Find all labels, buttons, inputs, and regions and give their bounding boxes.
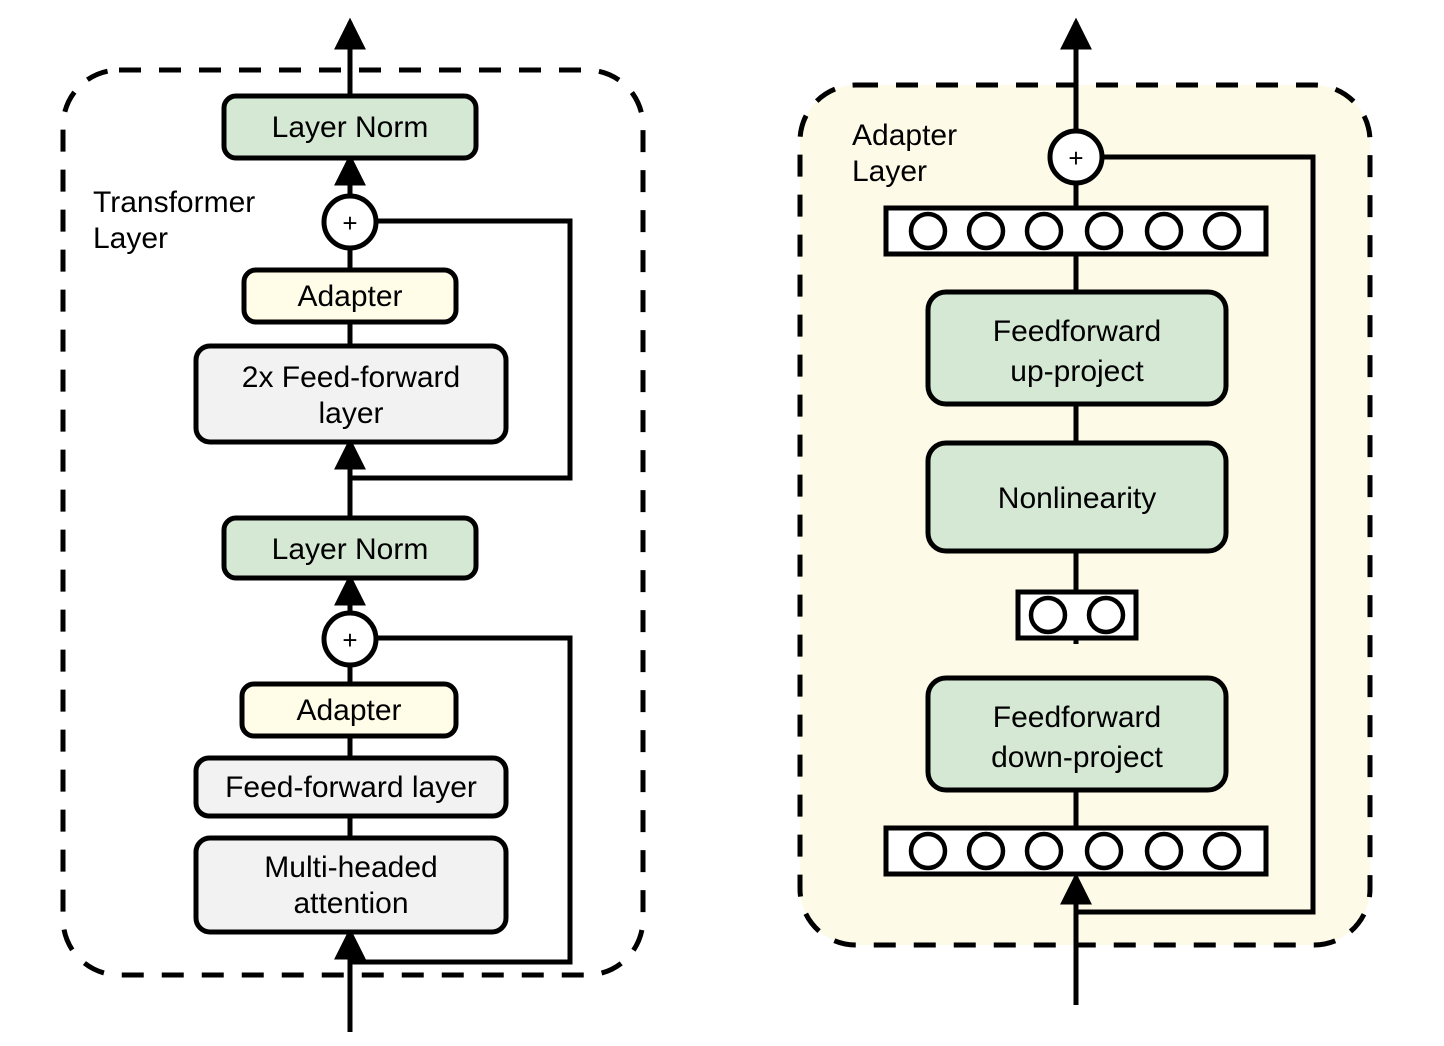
add-node-top[interactable]: + [321, 193, 379, 251]
block-multi-headed-attention[interactable]: Multi-headed attention [193, 835, 509, 935]
layer-norm-mid-label: Layer Norm [272, 533, 429, 566]
feedforward-down-project-label-line1: Feedforward [993, 701, 1161, 734]
add-node-bottom[interactable]: + [321, 610, 379, 668]
neuron-row-top[interactable] [883, 205, 1269, 257]
adapter-bottom-rect [239, 681, 459, 739]
skip-connection-upper [350, 218, 573, 481]
neuron-icon [966, 831, 1006, 871]
add-node-top-label: + [342, 208, 357, 238]
multi-headed-attention-rect [193, 835, 509, 935]
neuron-icon [908, 211, 948, 251]
neuron-icon [1144, 831, 1184, 871]
skip-connection-lower [350, 635, 573, 965]
feed-forward-layer-label: Feed-forward layer [225, 771, 477, 804]
add-node-bottom-circle [321, 610, 379, 668]
layer-norm-mid-rect [221, 515, 479, 581]
feed-forward-2x-label-line1: 2x Feed-forward [242, 361, 460, 394]
feedforward-up-project-label-line1: Feedforward [993, 315, 1161, 348]
neuron-icon [1024, 831, 1064, 871]
neuron-icon [1028, 595, 1068, 635]
adapter-layer-group-label-line2: Layer [852, 155, 927, 188]
neuron-icon [908, 831, 948, 871]
neuron-icon [1084, 831, 1124, 871]
block-adapter-bottom[interactable]: Adapter [239, 681, 459, 739]
feed-forward-2x-label-line2: layer [318, 397, 383, 430]
add-node-adapter[interactable]: + [1047, 128, 1105, 186]
layer-norm-top-rect [221, 93, 479, 161]
block-feedforward-up-project[interactable]: Feedforward up-project [925, 289, 1229, 407]
adapter-bottom-label: Adapter [296, 694, 401, 727]
block-feed-forward-layer[interactable]: Feed-forward layer [193, 755, 509, 819]
feed-forward-2x-rect [193, 343, 509, 445]
adapter-layer-group-label-line1: Adapter [852, 119, 957, 152]
neuron-row-bottom[interactable] [883, 825, 1269, 877]
block-layer-norm-mid[interactable]: Layer Norm [221, 515, 479, 581]
block-layer-norm-top[interactable]: Layer Norm [221, 93, 479, 161]
feedforward-down-project-rect [925, 675, 1229, 793]
block-feedforward-down-project[interactable]: Feedforward down-project [925, 675, 1229, 793]
neuron-icon [1084, 211, 1124, 251]
feedforward-up-project-label-line2: up-project [1010, 355, 1144, 388]
neuron-icon [1086, 595, 1126, 635]
neuron-icon [1144, 211, 1184, 251]
block-nonlinearity[interactable]: Nonlinearity [925, 440, 1229, 554]
add-node-adapter-label: + [1068, 143, 1083, 173]
nonlinearity-label: Nonlinearity [998, 482, 1156, 515]
panel-adapter-layer: + Feedforward up-project Nonl [797, 17, 1373, 1005]
adapter-top-rect [241, 267, 459, 325]
transformer-layer-group-label-line2: Layer [93, 222, 168, 255]
neuron-icon [1202, 211, 1242, 251]
layer-norm-top-label: Layer Norm [272, 111, 429, 144]
feedforward-down-project-label-line2: down-project [991, 741, 1163, 774]
add-node-bottom-label: + [342, 625, 357, 655]
neuron-row-bottom-rect [883, 825, 1269, 877]
multi-headed-attention-label-line2: attention [293, 887, 408, 920]
neuron-icon [966, 211, 1006, 251]
multi-headed-attention-label-line1: Multi-headed [264, 851, 437, 884]
add-node-top-circle [321, 193, 379, 251]
adapter-top-label: Adapter [297, 280, 402, 313]
block-adapter-top[interactable]: Adapter [241, 267, 459, 325]
neuron-row-bottleneck[interactable] [1015, 589, 1139, 641]
neuron-row-top-rect [883, 205, 1269, 257]
transformer-layer-group-label-line1: Transformer [93, 186, 255, 219]
panel-transformer-layer: Layer Norm + Adapter 2x Feed-forward lay… [60, 17, 646, 1032]
feed-forward-layer-rect [193, 755, 509, 819]
neuron-icon [1202, 831, 1242, 871]
block-feed-forward-2x[interactable]: 2x Feed-forward layer [193, 343, 509, 445]
neuron-icon [1024, 211, 1064, 251]
feedforward-up-project-rect [925, 289, 1229, 407]
nonlinearity-rect [925, 440, 1229, 554]
add-node-adapter-circle [1047, 128, 1105, 186]
adapter-skip-connection [1076, 154, 1316, 915]
